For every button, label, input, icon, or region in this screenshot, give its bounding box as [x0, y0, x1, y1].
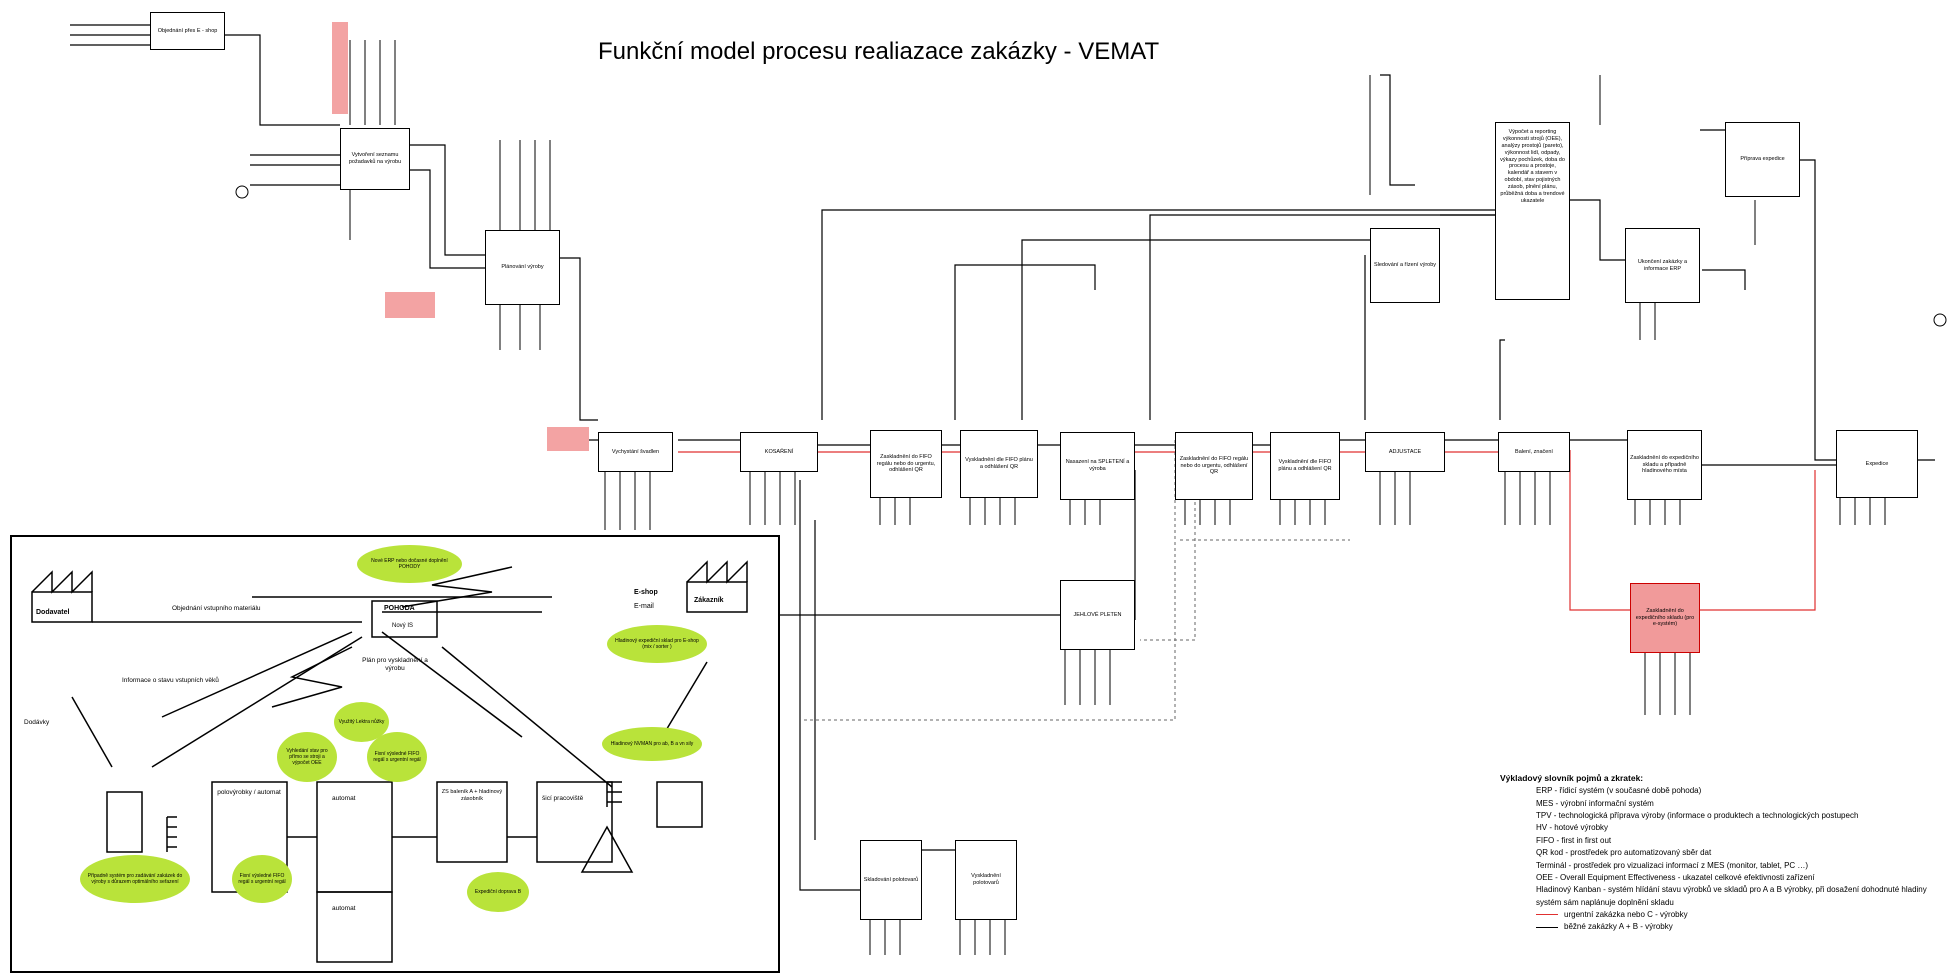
- cloud-fifo-2: Fixní výsledné FIFO regál s urgentní reg…: [232, 855, 292, 903]
- objednani-label: Objednání vstupního materiálu: [172, 605, 261, 613]
- cloud-erp: Nové ERP nebo dočasné doplnění POHODY: [357, 545, 462, 583]
- legend-black-row: běžné zakázky A + B - výrobky: [1500, 921, 1940, 933]
- legend-black-label: běžné zakázky A + B - výrobky: [1564, 922, 1673, 931]
- legend-item: FIFO - first in first out: [1500, 835, 1940, 847]
- sici-label: šicí pracoviště: [542, 795, 583, 803]
- process-priprava[interactable]: Příprava expedice: [1725, 122, 1800, 197]
- legend-item: QR kod - prostředek pro automatizovaný s…: [1500, 847, 1940, 859]
- legend-item: TPV - technologická příprava výroby (inf…: [1500, 810, 1940, 822]
- black-line-swatch: [1536, 927, 1558, 928]
- novy-is-label: Nový IS: [392, 623, 413, 630]
- urgent-tag: [547, 427, 589, 451]
- legend-red-row: urgentní zakázka nebo C - výrobky: [1500, 909, 1940, 921]
- process-sledovani[interactable]: Sledování a řízení výroby: [1370, 228, 1440, 303]
- system-overview-inset: Dodavatel Zákazník E-shop E-mail POHODA …: [10, 535, 780, 973]
- polo-label: polovýrobky / automat: [214, 789, 284, 797]
- red-line-swatch: [1536, 914, 1558, 915]
- cloud-zadavani: Případně systém pro zadávání zakázek do …: [80, 855, 190, 903]
- cloud-fifo-1: Fixní výsledné FIFO regál s urgentní reg…: [367, 732, 427, 782]
- process-zaskladneni-red[interactable]: Zaskladnění do expedičního skladu (pro e…: [1630, 583, 1700, 653]
- legend-item: Hladinový Kanban - systém hlídání stavu …: [1500, 884, 1940, 909]
- process-nasazeni[interactable]: Nasazení na SPLETENÍ a výroba: [1060, 432, 1135, 500]
- zakaznik-label: Zákazník: [694, 597, 724, 605]
- legend-item: HV - hotové výrobky: [1500, 822, 1940, 834]
- cloud-oee: Vyhledání stav pro přímo se stroji a výp…: [277, 732, 337, 782]
- process-kosarske[interactable]: KOSAŘENÍ: [740, 432, 818, 472]
- dodavky-label: Dodávky: [24, 719, 49, 727]
- process-vytvoreni[interactable]: Vytvoření seznamu požadavků na výrobu: [340, 128, 410, 190]
- legend-item: Terminál - prostředek pro vizualizaci in…: [1500, 860, 1940, 872]
- urgent-tag: [385, 292, 435, 318]
- process-vychystani[interactable]: Vychystání švadlen: [598, 432, 673, 472]
- process-expedice[interactable]: Expedice: [1836, 430, 1918, 498]
- legend-item: MES - výrobní informační systém: [1500, 798, 1940, 810]
- process-vyskladneni-1[interactable]: Vyskladnění dle FIFO plánu a odhlášení Q…: [960, 430, 1038, 498]
- urgent-tag: [332, 22, 348, 114]
- process-eshop[interactable]: Objednání přes E - shop: [150, 12, 225, 50]
- cloud-hladinovy: Hladinový NVMAN pro ab, B a vn sily: [602, 727, 702, 761]
- process-zaskladneni-2[interactable]: Zaskladnění do FIFO regálu nebo do urgen…: [1175, 432, 1253, 500]
- process-planovani[interactable]: Plánování výroby: [485, 230, 560, 305]
- process-baleni[interactable]: Balení, značení: [1498, 432, 1570, 472]
- process-vypocet[interactable]: Výpočet a reporting výkonnosti strojů (O…: [1495, 122, 1570, 300]
- automat-2: automat: [332, 905, 356, 913]
- process-zaskladneni-exp[interactable]: Zaskladnění do expedičního skladu a příp…: [1627, 430, 1702, 500]
- process-adjustace[interactable]: ADJUSTACE: [1365, 432, 1445, 472]
- legend-red-label: urgentní zakázka nebo C - výrobky: [1564, 910, 1688, 919]
- process-vyskladneni-2[interactable]: Vyskladnění dle FIFO plánu a odhlášení Q…: [1270, 432, 1340, 500]
- email-label: E-mail: [634, 603, 654, 611]
- pohoda-label: POHODA: [384, 605, 415, 613]
- plan-label: Plán pro vyskladnění a výrobu: [360, 657, 430, 673]
- process-zaskladneni-1[interactable]: Zaskladnění do FIFO regálu nebo do urgen…: [870, 430, 942, 498]
- cloud-doprava: Expediční doprava B: [467, 872, 529, 912]
- legend: Výkladový slovník pojmů a zkratek: ERP -…: [1500, 772, 1940, 934]
- stav-label: ZS baleník A + hladinový zásobník: [440, 789, 504, 802]
- process-jehlove[interactable]: JEHLOVÉ PLETEN: [1060, 580, 1135, 650]
- cloud-eshop-sklad: Hladinový expediční sklad pro E-shop (mi…: [607, 625, 707, 663]
- legend-heading: Výkladový slovník pojmů a zkratek:: [1500, 772, 1940, 785]
- dodavatel-label: Dodavatel: [36, 609, 69, 617]
- automat-1: automat: [332, 795, 356, 803]
- process-skladovani[interactable]: Skladování polotovarů: [860, 840, 922, 920]
- legend-item: OEE - Overall Equipment Effectiveness - …: [1500, 872, 1940, 884]
- informace-label: Informace o stavu vstupních věků: [122, 677, 232, 685]
- process-vyskladneni-3[interactable]: Vyskladnění polotovarů: [955, 840, 1017, 920]
- process-ukonceni[interactable]: Ukončení zakázky a informace ERP: [1625, 228, 1700, 303]
- eshop-label: E-shop: [634, 589, 658, 597]
- legend-item: ERP - řídicí systém (v současné době poh…: [1500, 785, 1940, 797]
